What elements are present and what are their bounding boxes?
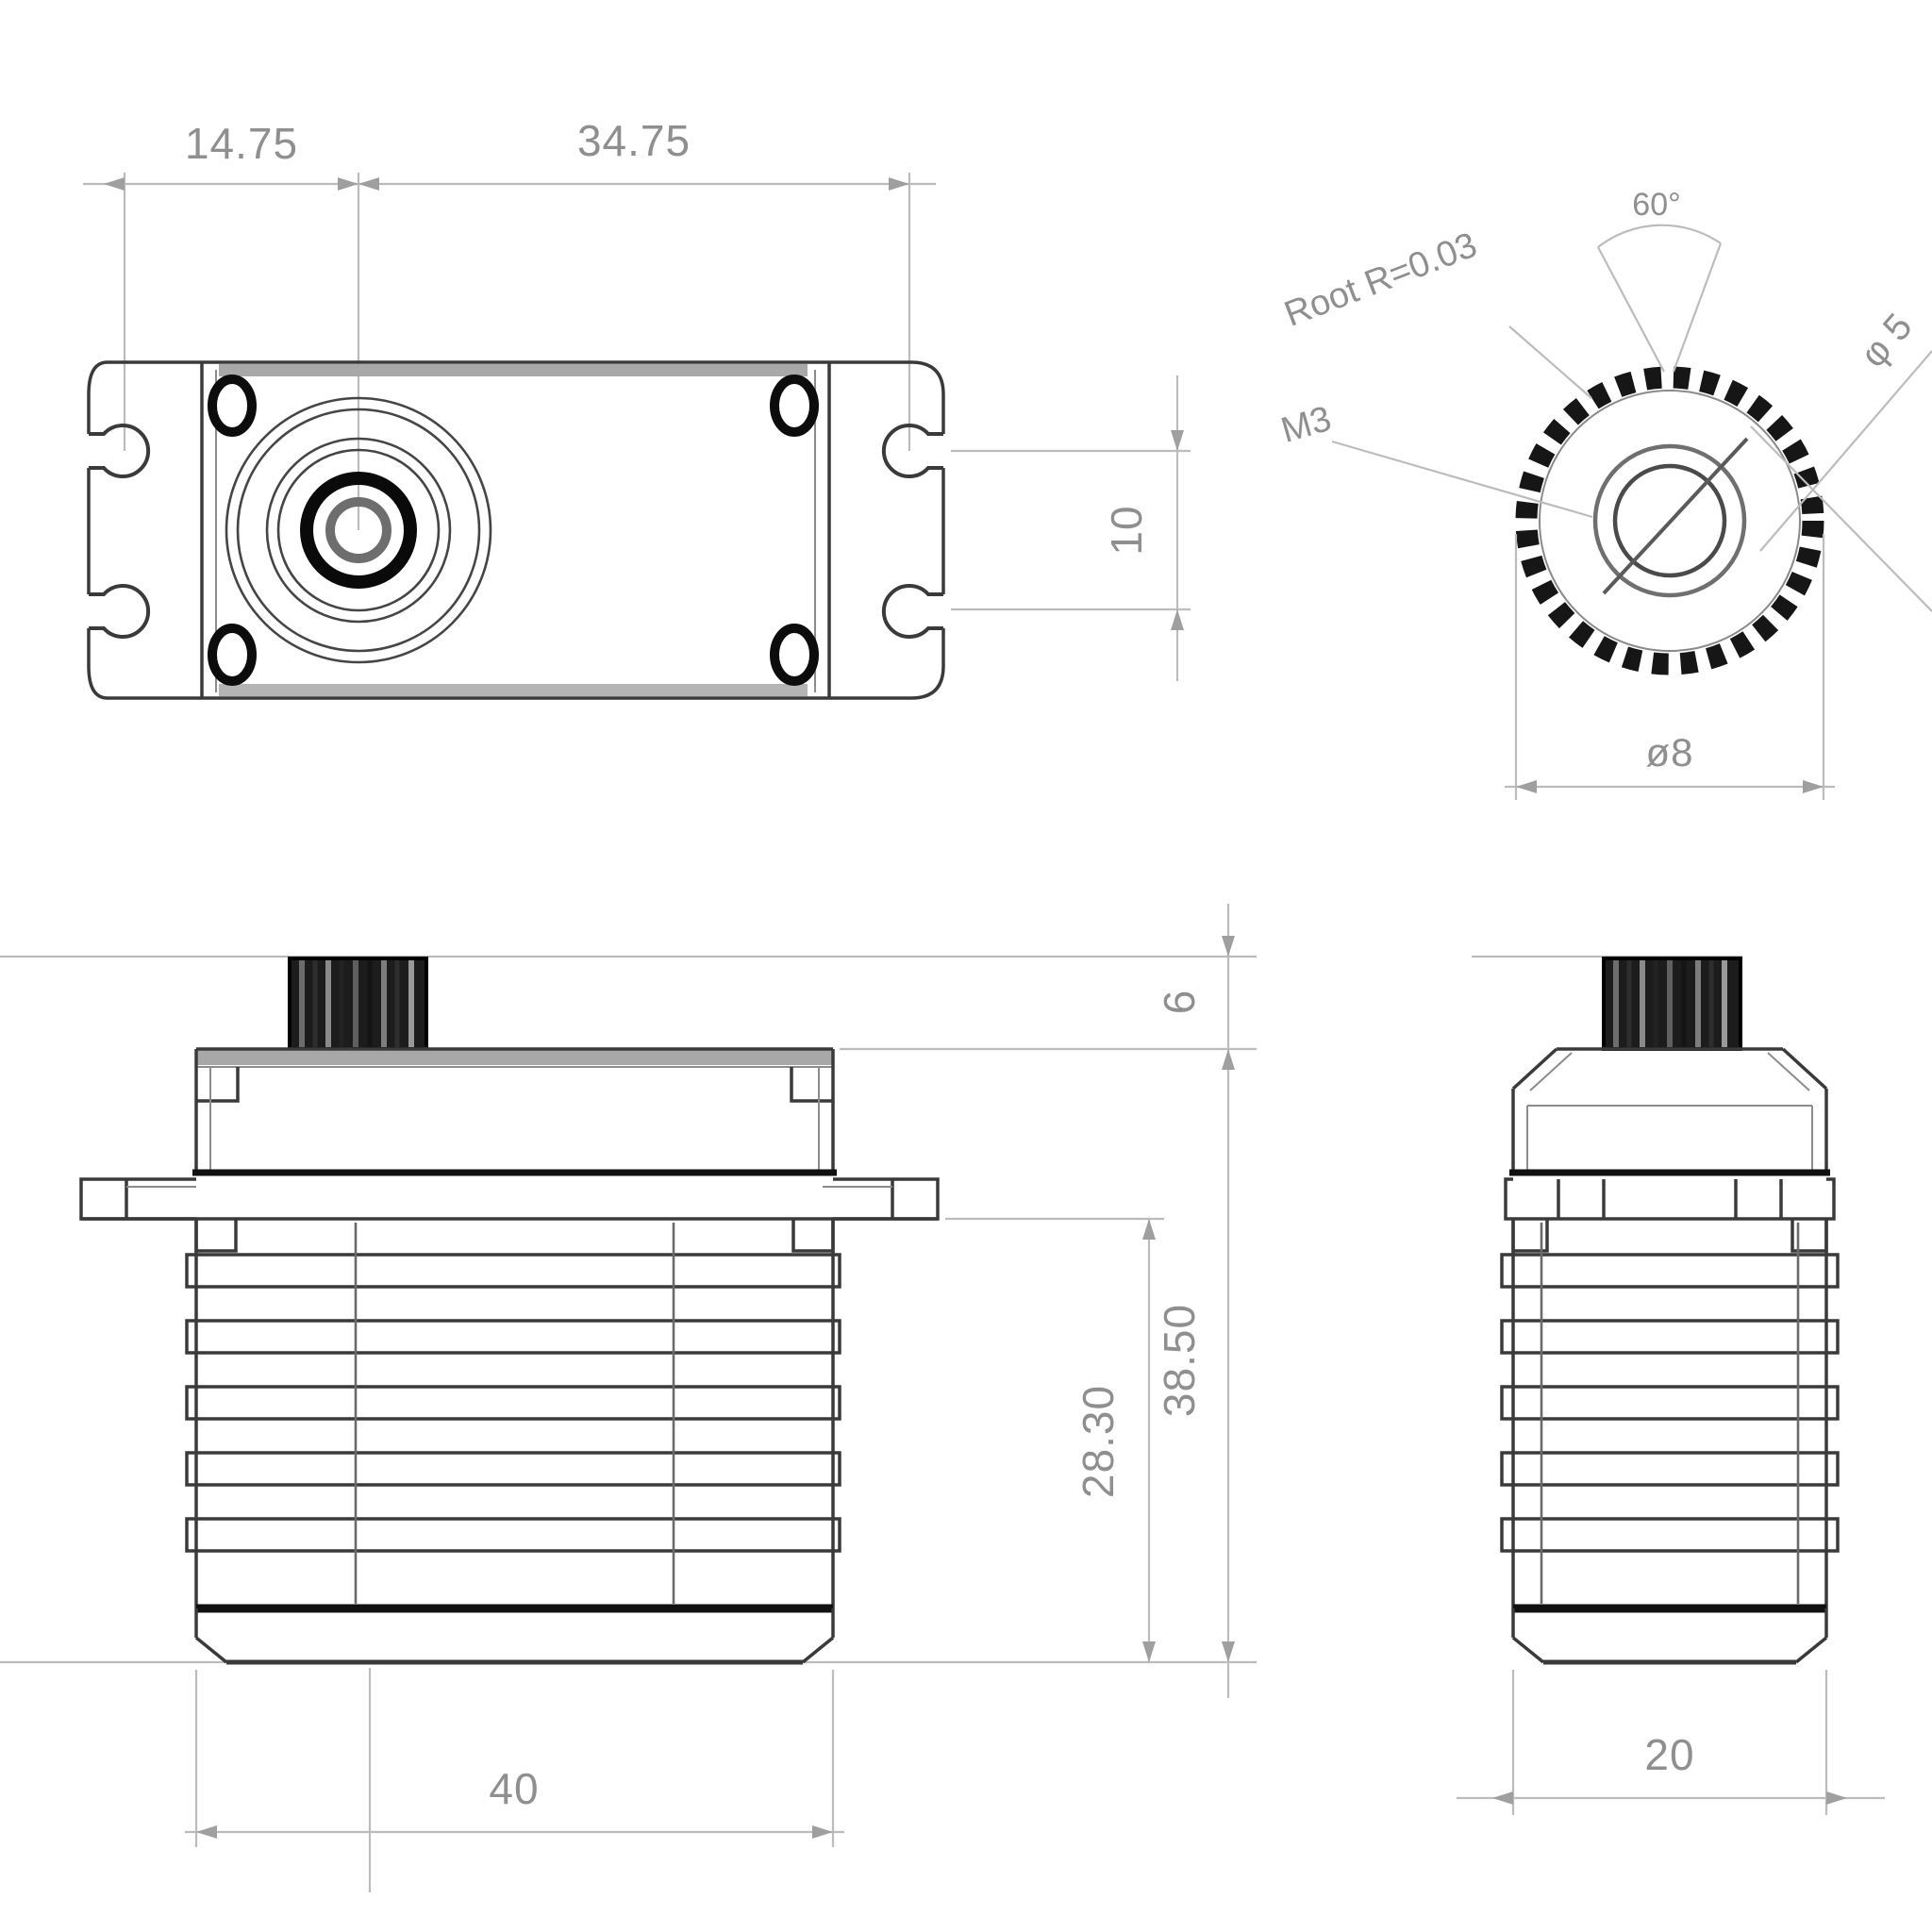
dim-label-side-width: 20 (1644, 1730, 1694, 1779)
side-flange (1504, 1169, 1836, 1221)
front-flange (79, 1169, 940, 1221)
top-view-outline (87, 360, 945, 700)
dim-front-width: 40 (185, 1670, 844, 1847)
dim-lower-height: 28.30 (945, 1217, 1164, 1662)
dim-label-lower-height: 28.30 (1074, 1385, 1123, 1498)
dim-label-root-radius: Root R=0.03 (1279, 225, 1482, 335)
dim-overall-height: 6 38.50 (840, 904, 1257, 1698)
screw-icon (208, 624, 257, 686)
screw-icon (770, 624, 819, 686)
spline-teeth (1515, 366, 1824, 675)
screw-icon (208, 375, 257, 437)
dim-root-radius: Root R=0.03 (1279, 225, 1592, 399)
dim-label-tip-od: φ 5 (1853, 306, 1921, 375)
front-view: 40 28.30 6 38.50 (79, 904, 1257, 1892)
dim-top-offset: 14.75 34.75 (83, 116, 936, 530)
dim-label-angle: 60° (1632, 187, 1680, 223)
dim-spline-od: ø8 (1505, 534, 1835, 800)
dim-label-overall-height: 38.50 (1155, 1304, 1204, 1417)
top-edge-band (219, 364, 808, 376)
dim-label-slot-pitch: 10 (1102, 505, 1151, 555)
bottom-edge-band (219, 684, 808, 696)
dim-label-thread: M3 (1277, 399, 1336, 451)
front-fins (185, 1219, 841, 1608)
top-view: 14.75 34.75 (83, 116, 1191, 700)
dim-label-spline-od: ø8 (1645, 730, 1693, 774)
dim-label-front-width: 40 (489, 1764, 539, 1813)
mount-slot-top-left (89, 424, 151, 478)
mount-slot-bottom-left (89, 584, 151, 639)
dim-angle: 60° (1597, 187, 1723, 373)
side-spline-knurl (1602, 957, 1742, 1051)
side-view: 20 (1457, 957, 1885, 1815)
dim-side-width: 20 (1457, 1670, 1885, 1815)
front-base (194, 1604, 835, 1665)
dim-label-top-offset: 14.75 (185, 119, 298, 168)
side-case-top (1511, 1047, 1828, 1173)
front-spline-knurl (288, 957, 428, 1051)
root-circle (1539, 390, 1801, 652)
screw-icon (770, 375, 819, 437)
front-case-top (194, 1047, 835, 1173)
thread-circle (1592, 443, 1747, 598)
mount-slot-top-right (881, 424, 943, 478)
mount-slot-bottom-right (881, 584, 943, 639)
side-fins (1500, 1219, 1840, 1608)
thread-slash (1602, 437, 1749, 595)
spline-detail: 60° Root R=0.03 M3 φ 5 ø8 (1277, 187, 1932, 800)
dim-label-spline-height: 6 (1155, 990, 1204, 1015)
corner-screws (208, 375, 819, 686)
dim-tip-od: φ 5 (1750, 306, 1932, 612)
output-shaft-circles (225, 396, 492, 664)
bore-circle (1612, 463, 1727, 578)
side-base (1511, 1604, 1828, 1665)
dim-slot-pitch: 10 (951, 375, 1191, 681)
dim-label-top-span: 34.75 (577, 116, 691, 165)
